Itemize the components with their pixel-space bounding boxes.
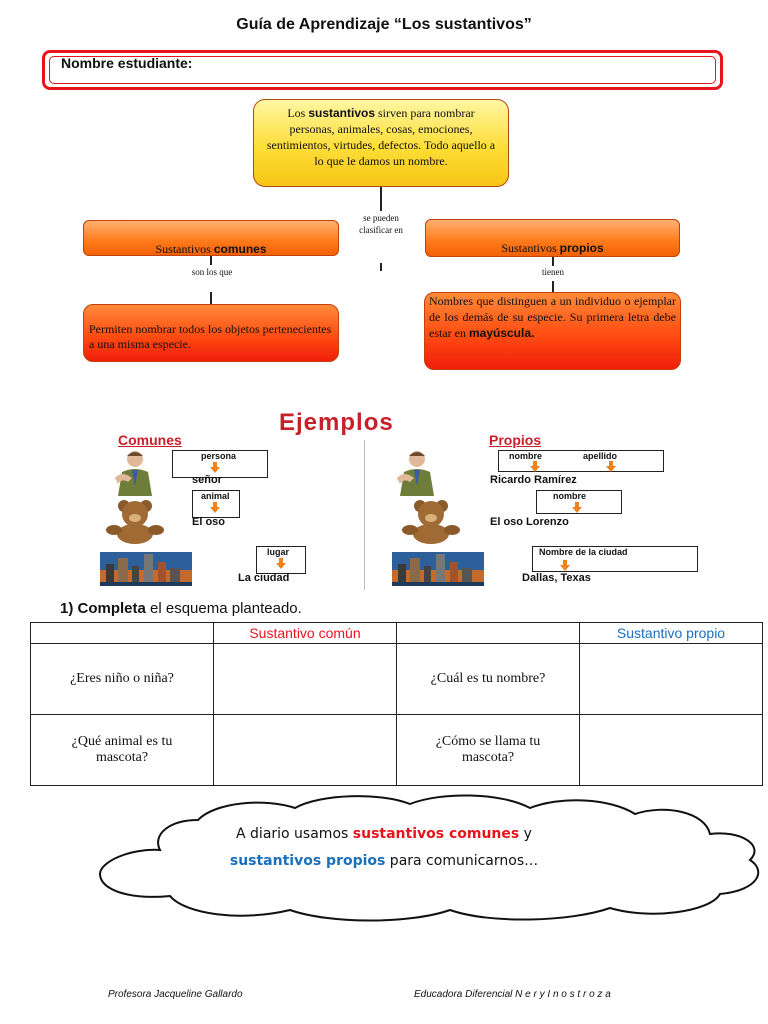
examples-propios-heading: Propios	[489, 432, 542, 448]
connector-line-mid	[380, 263, 382, 271]
table-row: ¿Eres niño o niña? ¿Cuál es tu nombre?	[30, 643, 763, 715]
student-name-field[interactable]: Nombre estudiante:	[42, 50, 723, 90]
instruction-text: el esquema planteado.	[145, 600, 302, 617]
comunes-line-top	[210, 256, 212, 265]
classify-label: se pueden clasificar en	[359, 213, 403, 235]
examples-title: Ejemplos	[279, 409, 394, 436]
propios-keyword: propios	[559, 241, 604, 255]
header-propio-label: Sustantivo propio	[616, 625, 726, 641]
propios-line-top	[552, 257, 554, 266]
arrow-down-icon	[606, 461, 616, 472]
table-header-comun: Sustantivo común	[213, 622, 397, 644]
cloud-part2: y	[519, 826, 532, 842]
definition-prefix: Los	[287, 106, 309, 120]
example-label-box: Nombre de la ciudad	[532, 546, 698, 572]
example-word: Ricardo Ramírez	[490, 474, 577, 486]
city-skyline-icon	[392, 552, 484, 586]
instruction: 1) Completa el esquema planteado.	[60, 600, 302, 617]
definition-box: Los sustantivos sirven para nombrar pers…	[253, 99, 509, 187]
man-icon	[397, 451, 434, 496]
propios-description: Nombres que distinguen a un individuo o …	[429, 294, 676, 340]
question-propio: ¿Cuál es tu nombre?	[396, 643, 580, 715]
table-row: ¿Qué animal es tu mascota? ¿Cómo se llam…	[30, 714, 763, 786]
example-label-box: persona	[172, 450, 268, 478]
teddy-bear-icon	[402, 500, 460, 544]
propios-line-bottom	[552, 281, 554, 293]
example-label: nombre	[553, 491, 587, 501]
answer-propio-cell[interactable]	[579, 714, 763, 786]
question-comun: ¿Qué animal es tu mascota?	[30, 714, 214, 786]
arrow-down-icon	[210, 462, 220, 473]
comunes-connector: son los que	[191, 267, 233, 277]
arrow-down-icon	[530, 461, 540, 472]
instruction-number: 1)	[60, 600, 74, 617]
cloud-blue-text: sustantivos propios	[229, 853, 386, 869]
propios-description-bold: mayúscula.	[468, 326, 535, 340]
arrow-down-icon	[210, 502, 220, 513]
definition-text: sirven para nombrar personas, animales, …	[266, 106, 496, 168]
propios-box: Sustantivos propios	[425, 219, 680, 257]
cloud-red-text: sustantivos comunes	[352, 826, 520, 842]
example-label: persona	[201, 451, 237, 461]
example-word: señor	[192, 474, 222, 486]
propios-connector: tienen	[542, 267, 564, 277]
cloud-shape	[98, 794, 760, 922]
example-word: El oso Lorenzo	[490, 516, 569, 528]
table-header-propio: Sustantivo propio	[579, 622, 763, 644]
comunes-keyword: comunes	[213, 242, 267, 256]
propios-prefix: Sustantivos	[501, 241, 560, 255]
example-label: apellido	[583, 451, 618, 461]
examples-illustration: Ejemplos Comunes Propios	[96, 404, 698, 594]
instruction-bold: Completa	[77, 600, 146, 617]
footer-educator: Educadora Diferencial N e r y I n o s t …	[414, 989, 611, 1000]
examples-comunes-heading: Comunes	[118, 432, 182, 448]
question-propio: ¿Cómo se llama tu mascota?	[396, 714, 580, 786]
page-title: Guía de Aprendizaje “Los sustantivos”	[236, 16, 532, 33]
example-label: lugar	[267, 547, 290, 557]
example-label: Nombre de la ciudad	[539, 547, 628, 557]
question-comun: ¿Eres niño o niña?	[30, 643, 214, 715]
arrow-down-icon	[560, 560, 570, 571]
question-comun-text: ¿Qué animal es tu mascota?	[71, 734, 173, 765]
comunes-description: Permiten nombrar todos los objetos perte…	[89, 322, 332, 351]
example-label: nombre	[509, 451, 543, 461]
example-label: animal	[201, 491, 230, 501]
example-word: El oso	[192, 516, 226, 528]
comunes-line-bottom	[210, 292, 212, 304]
table-header-empty	[396, 622, 580, 644]
connector-line-top	[380, 187, 382, 211]
man-icon	[115, 451, 152, 496]
comunes-box: Sustantivos comunes	[83, 220, 339, 256]
definition-keyword: sustantivos	[308, 106, 376, 120]
example-label-box: nombre apellido	[498, 450, 664, 472]
city-skyline-icon	[100, 552, 192, 586]
examples-divider	[364, 440, 365, 590]
header-comun-label: Sustantivo común	[249, 625, 361, 641]
worksheet-table: Sustantivo común Sustantivo propio ¿Eres…	[30, 622, 763, 786]
table-header-empty	[30, 622, 214, 644]
example-word: Dallas, Texas	[522, 572, 591, 584]
arrow-down-icon	[276, 558, 286, 569]
cloud-message: A diario usamos sustantivos comunes y su…	[0, 821, 768, 875]
table-header-row: Sustantivo común Sustantivo propio	[30, 622, 763, 644]
example-word: La ciudad	[238, 572, 290, 584]
footer-teacher: Profesora Jacqueline Gallardo	[108, 989, 243, 1000]
answer-comun-cell[interactable]	[213, 643, 397, 715]
comunes-description-box: Permiten nombrar todos los objetos perte…	[83, 304, 339, 362]
cloud-part1: A diario usamos	[236, 826, 353, 842]
arrow-down-icon	[572, 502, 582, 513]
student-name-label: Nombre estudiante:	[61, 55, 193, 71]
answer-propio-cell[interactable]	[579, 643, 763, 715]
cloud-part3: para comunicarnos…	[385, 853, 539, 869]
comunes-prefix: Sustantivos	[155, 242, 214, 256]
teddy-bear-icon	[106, 500, 164, 544]
answer-comun-cell[interactable]	[213, 714, 397, 786]
propios-description-box: Nombres que distinguen a un individuo o …	[424, 292, 681, 370]
question-propio-text: ¿Cómo se llama tu mascota?	[435, 734, 541, 765]
student-name-inner-border	[49, 56, 716, 84]
